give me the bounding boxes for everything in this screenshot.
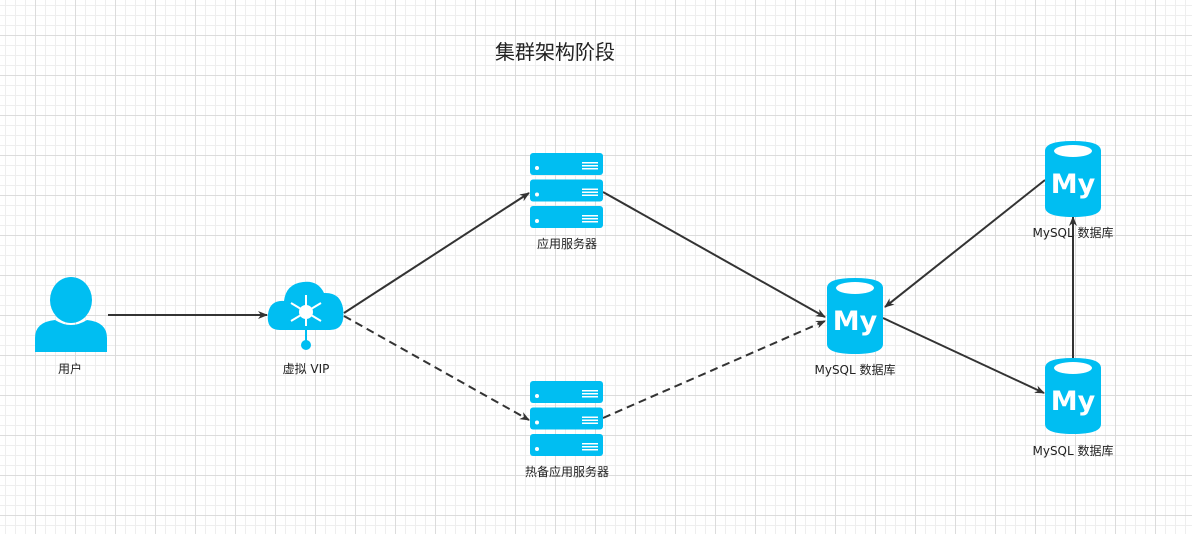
vip-label: 虚拟 VIP [283, 362, 330, 376]
mysql-top-label: MySQL 数据库 [1032, 225, 1113, 240]
user-icon[interactable] [35, 277, 107, 352]
mysql-main-label: MySQL 数据库 [814, 362, 895, 377]
standby-server-label: 热备应用服务器 [525, 464, 609, 479]
diagram-title: 集群架构阶段 [495, 40, 615, 64]
mysql-bottom-label: MySQL 数据库 [1032, 443, 1113, 458]
user-label: 用户 [58, 361, 82, 376]
virtual-vip-cloud-icon[interactable] [267, 281, 344, 350]
edge-app-mysql[interactable] [602, 191, 826, 318]
edge-standby-mysql[interactable] [602, 320, 826, 419]
app-server-icon[interactable] [530, 153, 603, 228]
edge-mysqltop-mysql[interactable] [884, 179, 1046, 308]
mysql-bottom-icon[interactable] [1045, 358, 1101, 434]
standby-server-icon[interactable] [530, 381, 603, 456]
app-server-label: 应用服务器 [537, 236, 597, 251]
mysql-main-icon[interactable] [827, 278, 883, 354]
edge-vip-app[interactable] [343, 192, 530, 314]
edge-mysql-mysqlbottom[interactable] [882, 317, 1045, 394]
edge-vip-standby[interactable] [343, 315, 530, 421]
mysql-top-icon[interactable] [1045, 141, 1101, 217]
